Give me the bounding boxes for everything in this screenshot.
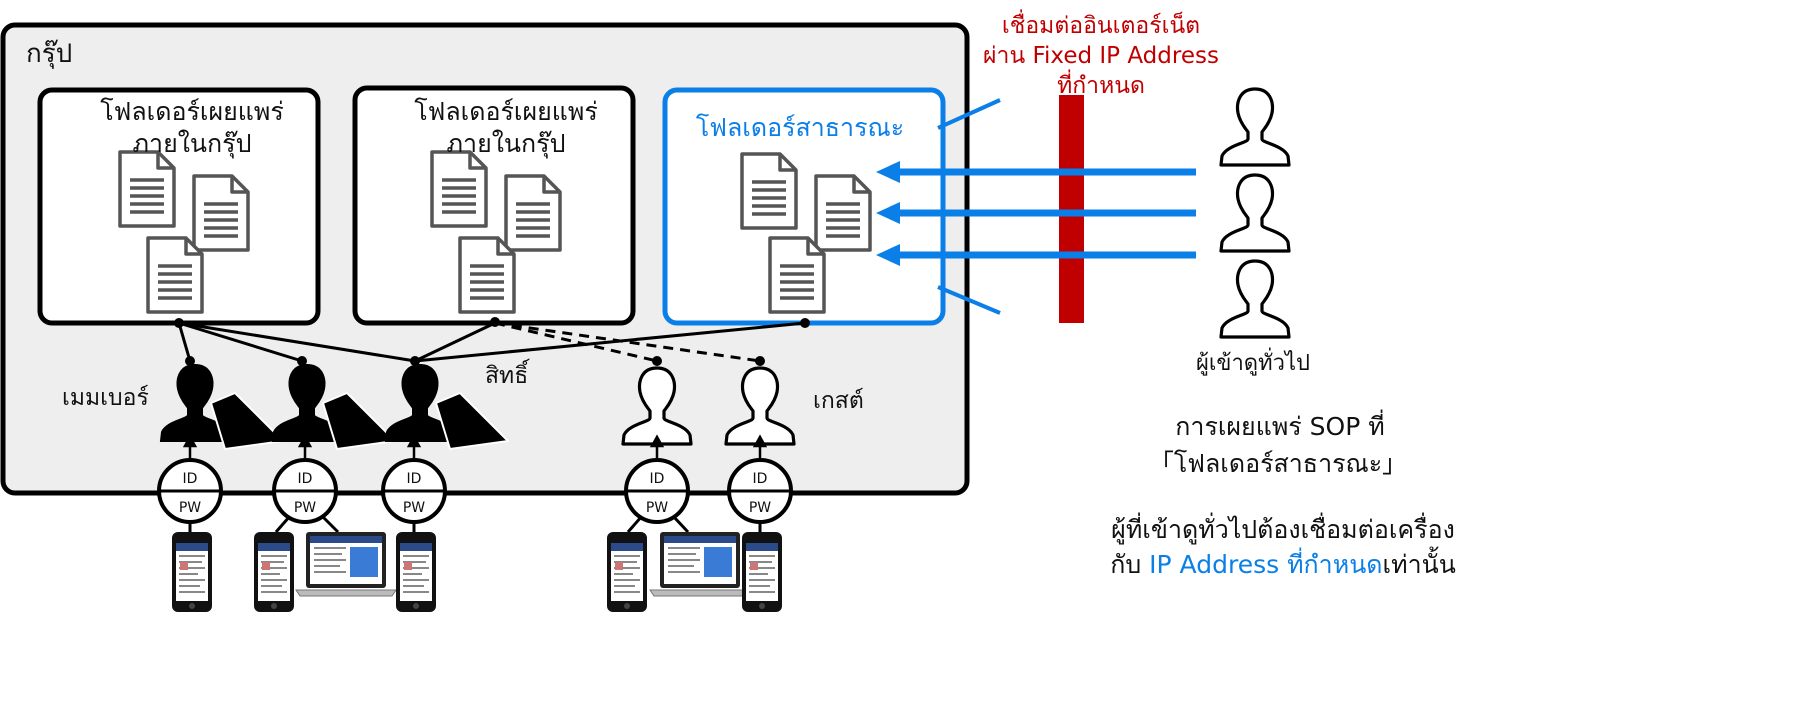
id-label: ID: [297, 471, 313, 487]
document-icon: [504, 174, 562, 252]
public-viewer-label: ผู้เข้าดูทั่วไป: [1196, 351, 1310, 376]
smartphone-icon: [606, 531, 648, 613]
pw-label: PW: [748, 500, 772, 516]
document-icon: [814, 174, 872, 252]
folder-2-title-line2: ภายในกรุ๊ป: [446, 129, 566, 158]
id-label: ID: [752, 471, 768, 487]
group-label: กรุ๊ป: [26, 39, 73, 69]
public-viewer-icon: [1219, 173, 1291, 253]
firewall-label-line3: ที่กำหนด: [1057, 73, 1145, 99]
connection-dots: [174, 317, 810, 366]
smartphone-icon: [395, 531, 437, 613]
id-label: ID: [406, 471, 422, 487]
pw-label: PW: [178, 500, 202, 516]
member-label: เมมเบอร์: [62, 385, 149, 411]
firewall-bar: [1059, 95, 1084, 323]
document-icon: [768, 236, 826, 314]
laptop-icon: [649, 531, 751, 597]
folder-1-title-line1: โฟลเดอร์เผยแพร่: [100, 97, 284, 126]
public-folder-title: โฟลเดอร์สาธารณะ: [695, 113, 905, 142]
folder-2-title-line1: โฟลเดอร์เผยแพร่: [414, 97, 598, 126]
firewall-label-line1: เชื่อมต่ออินเตอร์เน็ต: [1001, 13, 1201, 39]
smartphone-icon: [253, 531, 295, 613]
sop-note-line1: การเผยแพร่ SOP ที่: [1175, 412, 1385, 441]
guest-permission-lines: [494, 321, 761, 363]
public-viewer-icon: [1219, 259, 1291, 339]
firewall-label-line2: ผ่าน Fixed IP Address: [983, 43, 1219, 69]
permission-label: สิทธิ์: [485, 363, 529, 389]
id-pw-badges: [157, 458, 793, 524]
document-icon: [740, 152, 798, 230]
id-label: ID: [649, 471, 665, 487]
smartphone-icon: [171, 531, 213, 613]
requirement-line2: กับ IP Address ที่กำหนดเท่านั้น: [1110, 545, 1456, 585]
document-icon: [146, 236, 204, 314]
laptop-icon: [295, 531, 397, 597]
pw-label: PW: [402, 500, 426, 516]
req-suffix: เท่านั้น: [1382, 550, 1456, 579]
requirement-line1: ผู้ที่เข้าดูทั่วไปต้องเชื่อมต่อเครื่อง: [1111, 515, 1455, 544]
document-icon: [192, 174, 250, 252]
smartphone-icon: [741, 531, 783, 613]
pw-label: PW: [293, 500, 317, 516]
public-viewer-icon: [1219, 87, 1291, 167]
bracket-open: 「: [1148, 449, 1174, 478]
login-arrows: [182, 434, 768, 460]
bracket-close: 」: [1382, 449, 1408, 478]
permission-lines: [177, 321, 806, 363]
public-word: สาธารณะ: [1273, 449, 1383, 478]
folder-1-title-line2: ภายในกรุ๊ป: [132, 129, 252, 158]
access-arrows: [876, 161, 1196, 266]
id-label: ID: [182, 471, 198, 487]
sop-note-line2: 「โฟลเดอร์สาธารณะ」: [1149, 444, 1407, 484]
document-icon: [458, 236, 516, 314]
folder-word: โฟลเดอร์: [1173, 449, 1274, 478]
access-funnel: [937, 98, 1001, 315]
req-ip-address: IP Address ที่กำหนด: [1149, 550, 1383, 579]
guest-label: เกสต์: [813, 388, 864, 414]
req-prefix: กับ: [1110, 550, 1150, 579]
pw-label: PW: [645, 500, 669, 516]
